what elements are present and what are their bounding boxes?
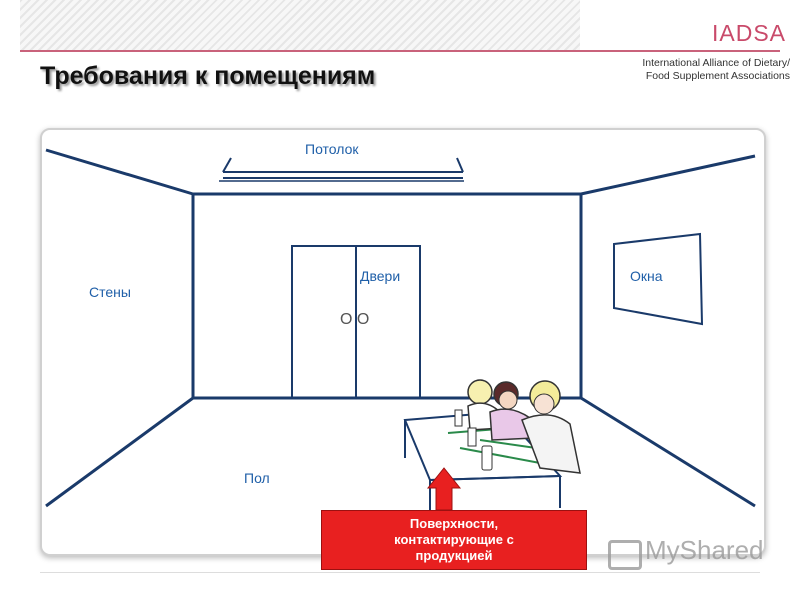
alliance-line-1: International Alliance of Dietary/ xyxy=(642,57,790,69)
ceiling-right-edge xyxy=(580,154,756,196)
alliance-line-2: Food Supplement Associations xyxy=(645,70,790,82)
door xyxy=(291,245,421,399)
callout-line-3: продукцией xyxy=(415,548,493,563)
header-divider xyxy=(20,50,780,52)
iadsa-logo: IADSA xyxy=(712,20,787,46)
alliance-caption: International Alliance of Dietary/ Food … xyxy=(610,57,790,83)
watermark: MyShared xyxy=(645,535,764,565)
callout-line-2: контактирующие с xyxy=(394,532,514,547)
ceiling-left-edge xyxy=(45,148,194,196)
arrow-up-icon xyxy=(426,467,462,511)
room-illustration xyxy=(45,148,756,511)
ceiling-light xyxy=(219,157,464,182)
footer-divider xyxy=(40,572,760,573)
door-knobs: O O xyxy=(340,311,370,328)
presentation-icon xyxy=(608,540,642,570)
walls-label: Стены xyxy=(89,284,131,300)
windows-label: Окна xyxy=(630,268,663,284)
back-wall xyxy=(191,192,583,400)
header-pattern-band xyxy=(20,0,580,50)
page-title: Требования к помещениям xyxy=(40,62,376,90)
room-illustration-frame xyxy=(40,128,766,556)
ceiling-label: Потолок xyxy=(305,141,359,157)
floor-left-edge xyxy=(45,396,194,508)
floor-right-edge xyxy=(580,396,756,508)
window xyxy=(613,232,704,326)
floor-label: Пол xyxy=(244,470,270,486)
workers-illustration xyxy=(454,379,581,474)
food-contact-surfaces-callout: Поверхности, контактирующие с продукцией xyxy=(321,510,587,570)
doors-label: Двери xyxy=(360,268,401,284)
callout-line-1: Поверхности, xyxy=(409,516,499,531)
